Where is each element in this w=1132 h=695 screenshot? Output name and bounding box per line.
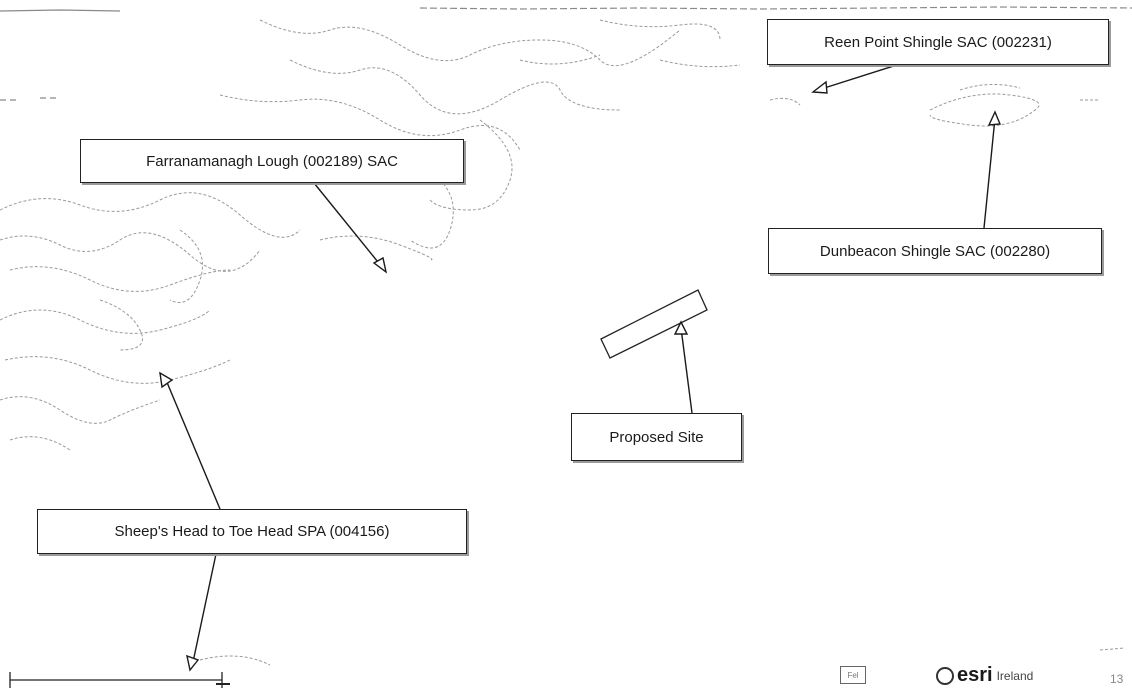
leader-sheeps-lower [192, 553, 217, 663]
leader-farranamanagh [313, 182, 383, 268]
site-label-farranamanagh-lough[interactable]: Farranamanagh Lough (002189) SAC [80, 139, 464, 183]
leader-dunbeacon [983, 117, 996, 229]
coastline [0, 19, 1126, 666]
site-label-proposed-site[interactable]: Proposed Site [571, 413, 742, 461]
leader-reen [817, 63, 901, 91]
esri-attribution: esri Ireland [936, 664, 1033, 687]
corner-number: 13 [1110, 672, 1124, 686]
esri-globe-icon [936, 666, 954, 685]
proposed-site-outline[interactable] [600, 289, 708, 359]
leader-proposed [680, 327, 693, 414]
site-label-reen-point-shingle[interactable]: Reen Point Shingle SAC (002231) [767, 19, 1109, 65]
top-boundary-line [0, 6, 1132, 101]
leader-lines [165, 63, 996, 663]
site-label-dunbeacon-shingle[interactable]: Dunbeacon Shingle SAC (002280) [768, 228, 1102, 274]
scale-bar [9, 672, 230, 688]
leader-sheeps-upper [165, 379, 221, 510]
site-label-sheeps-head-toe-head[interactable]: Sheep's Head to Toe Head SPA (004156) [37, 509, 467, 554]
esri-region: Ireland [996, 668, 1034, 683]
esri-brand: esri [957, 664, 993, 686]
scale-box: Fel [840, 666, 866, 684]
leader-arrow-icon [159, 80, 1002, 672]
